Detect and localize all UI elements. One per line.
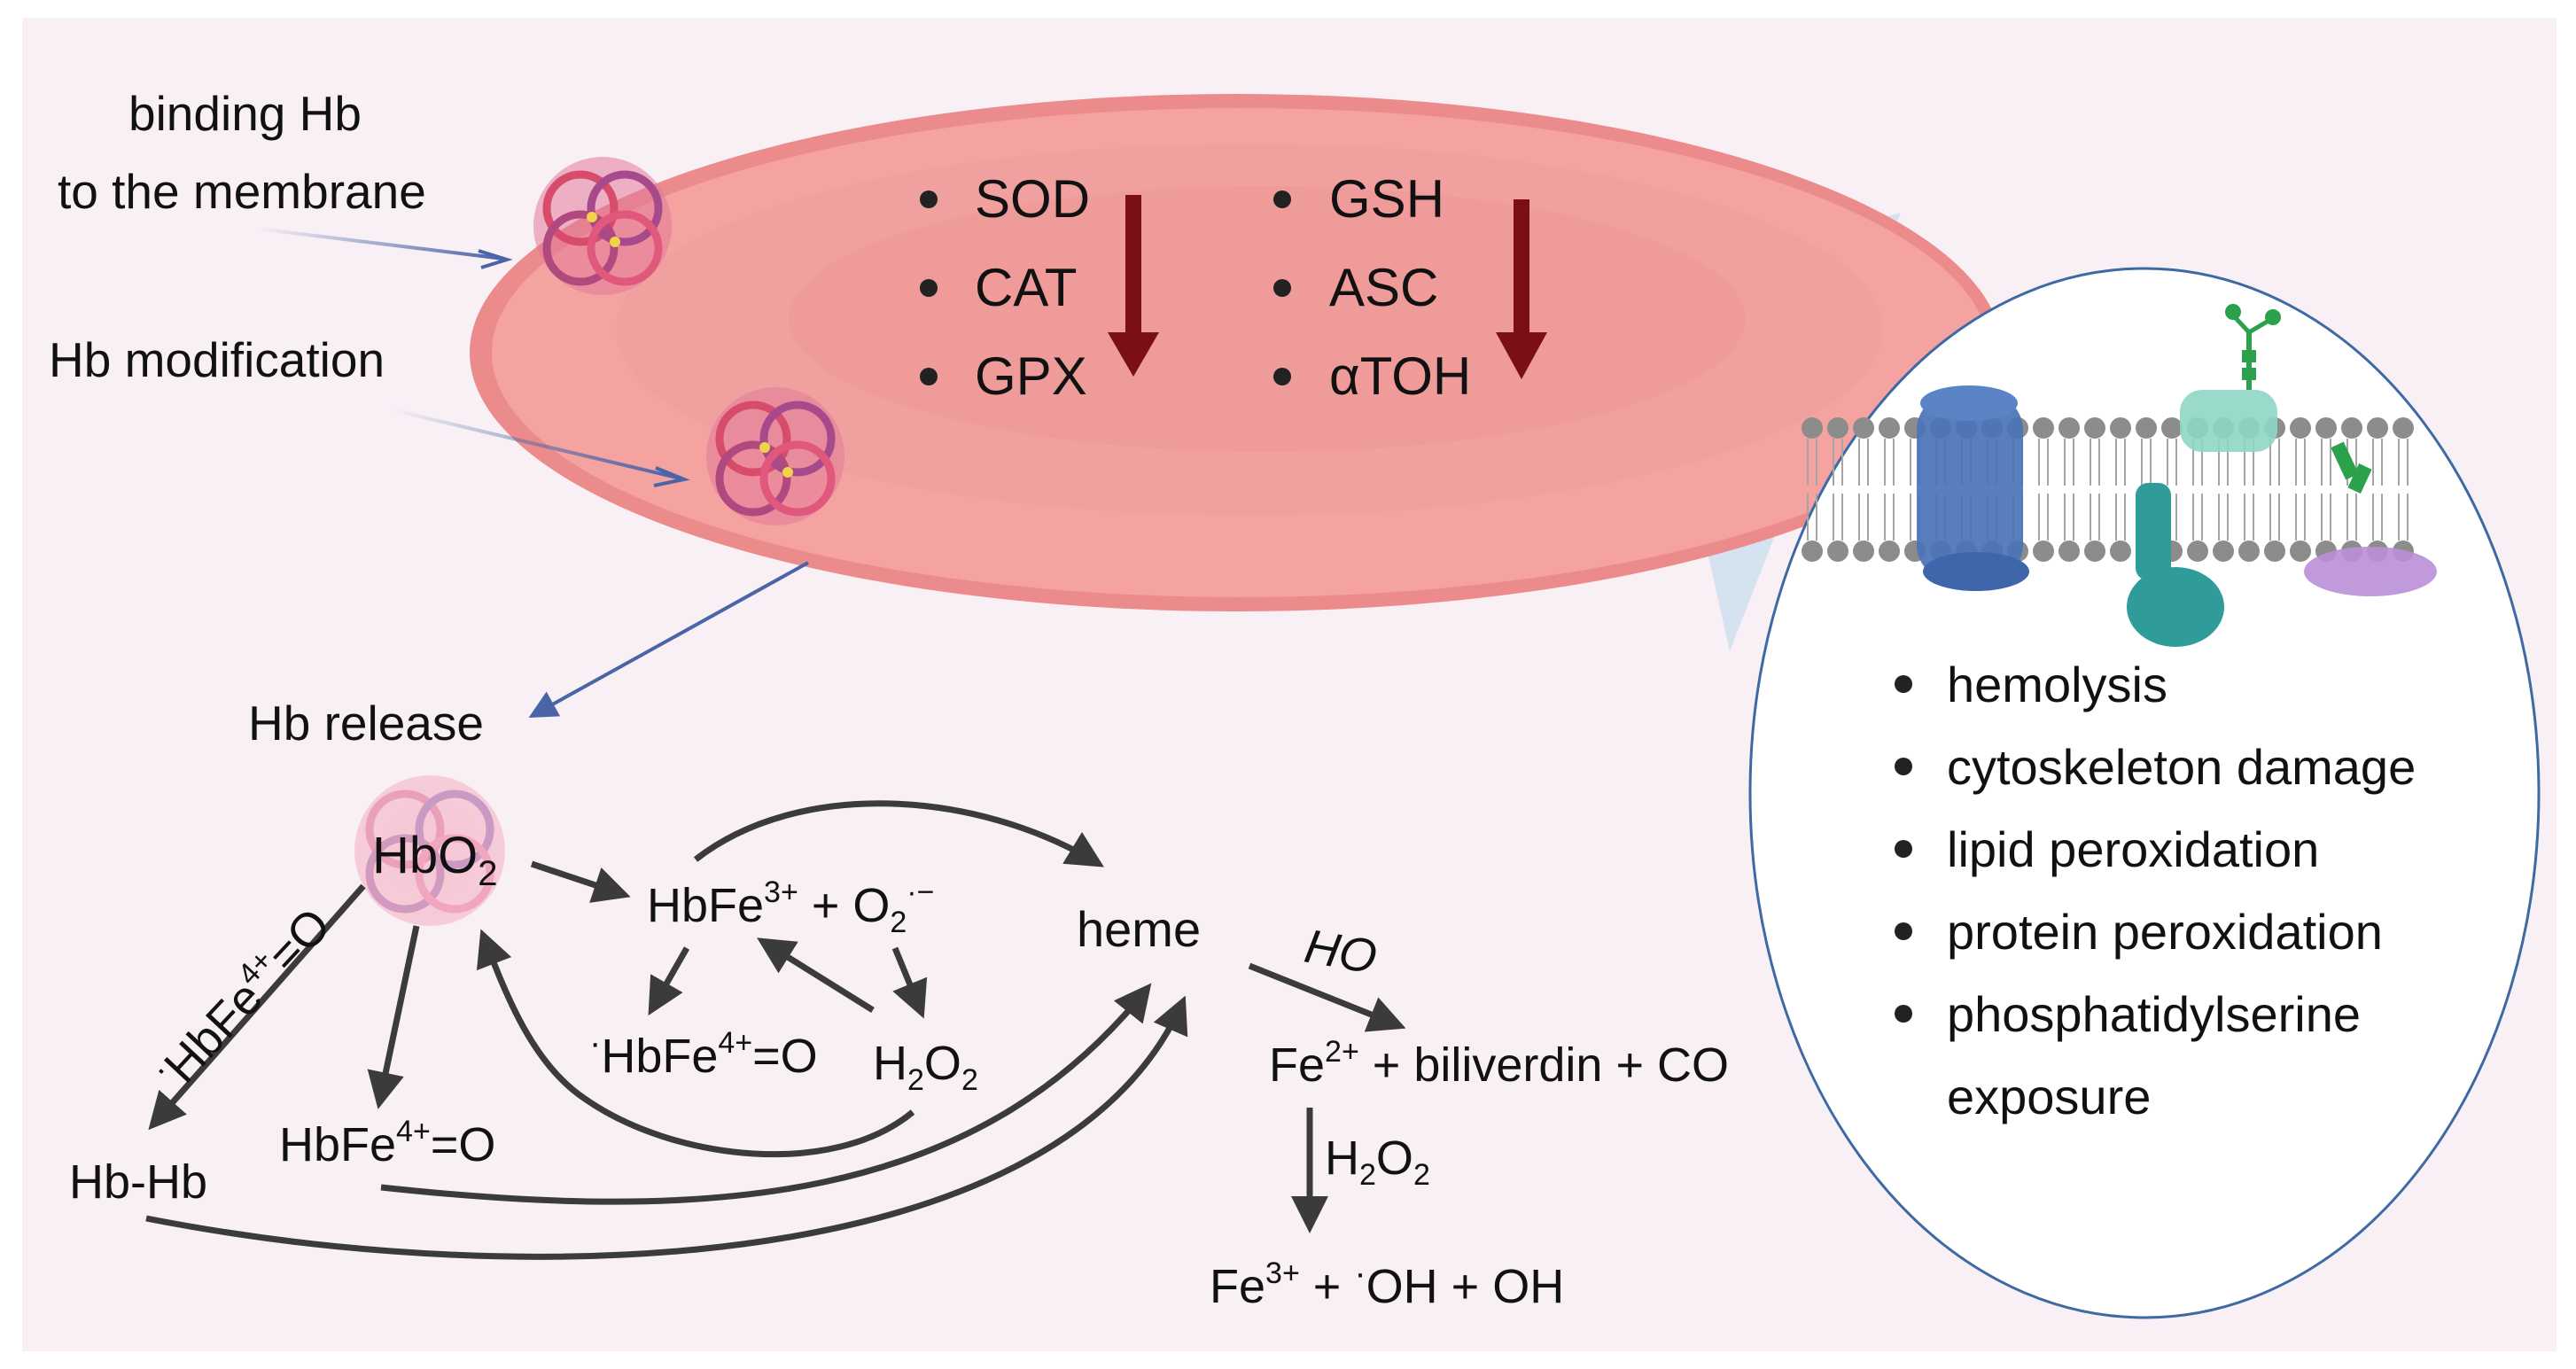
lipid-head: [2315, 417, 2337, 439]
chem-fe3-products: Fe3+ + ·OH + OH: [1210, 1254, 1564, 1313]
lipid-head: [2238, 541, 2260, 562]
arrow-o2-to-h2o2: [891, 946, 928, 1019]
arrow-hbfe3-to-ferryl: [648, 946, 690, 1016]
hb-molecule-bound: [533, 157, 672, 295]
enzyme-gpx: GPX: [975, 346, 1087, 406]
lipid-head: [1879, 417, 1900, 439]
antioxidant-atoh: αTOH: [1329, 346, 1471, 406]
lipid-head: [2110, 417, 2131, 439]
damage-exposure: exposure: [1947, 1069, 2151, 1124]
lipid-head: [2367, 417, 2388, 439]
lipid-head: [1827, 541, 1848, 562]
damage-phosphatidylserine: phosphatidylserine: [1947, 986, 2361, 1042]
lipid-head: [1853, 417, 1874, 439]
lipid-head: [2110, 541, 2131, 562]
purple-protein: [2304, 547, 2437, 596]
arrow-heme-to-fe2: [1248, 962, 1406, 1032]
label-binding-line1: binding Hb: [128, 86, 362, 141]
arrow-hbhb-to-heme: [145, 995, 1188, 1260]
damage-protein-peroxidation: protein peroxidation: [1947, 904, 2383, 960]
decrease-arrow-enzymes: [1108, 195, 1159, 377]
arrow-hbfe3-to-heme: [693, 800, 1104, 867]
lipid-head: [1853, 541, 1874, 562]
lipid-head: [2084, 541, 2105, 562]
blue-arrow-binding: [256, 227, 504, 261]
lipid-head: [2341, 417, 2362, 439]
arrow-hbo2-to-hbfe3: [530, 860, 631, 903]
label-modification: Hb modification: [49, 332, 385, 387]
antioxidant-gsh: GSH: [1329, 169, 1444, 229]
arrow-hbo2-to-ferryl: [367, 925, 420, 1109]
antioxidant-asc: ASC: [1329, 258, 1438, 317]
antioxidant-list: GSH ASC αTOH: [1273, 169, 1471, 406]
band3-protein: [1917, 385, 2029, 591]
label-binding-line2: to the membrane: [58, 164, 426, 219]
label-release: Hb release: [248, 696, 484, 751]
lipid-head: [2058, 417, 2080, 439]
teal-protein: [2127, 483, 2224, 647]
glycoprotein: [2180, 304, 2281, 452]
chem-hbo2: HbO2: [372, 827, 498, 893]
lipid-head: [1827, 417, 1848, 439]
lipid-head: [2058, 541, 2080, 562]
lipid-head: [2033, 541, 2054, 562]
arrow-h2o2-to-hbo2: [476, 929, 915, 1158]
lipid-head: [1802, 541, 1823, 562]
chem-ferryl-low: HbFe4+=O: [279, 1115, 495, 1171]
lipid-head: [1879, 541, 1900, 562]
chem-hb-hb: Hb-Hb: [69, 1155, 207, 1209]
chem-h2o2-mid: H2O2: [873, 1037, 978, 1097]
arrow-ferryl-to-heme: [380, 983, 1152, 1205]
damage-hemolysis: hemolysis: [1947, 657, 2167, 712]
damage-lipid-peroxidation: lipid peroxidation: [1947, 821, 2319, 877]
hbo2-molecule: [354, 775, 505, 926]
lipid-head: [2264, 541, 2285, 562]
enzyme-list: SOD CAT GPX: [920, 169, 1090, 406]
arrow-h2o2-to-hbfe3: [757, 937, 875, 1013]
hb-molecule-modified: [706, 387, 844, 525]
green-helix: [2331, 441, 2372, 494]
lipid-head: [2084, 417, 2105, 439]
red-blood-cell: [470, 94, 2003, 611]
damage-cytoskeleton: cytoskeleton damage: [1947, 739, 2416, 795]
blue-arrow-modification: [389, 408, 681, 480]
enzyme-cat: CAT: [975, 258, 1078, 317]
chem-hbfe3-o2: HbFe3+ + O2·−: [647, 875, 934, 939]
chem-heme: heme: [1077, 901, 1201, 957]
lipid-head: [2213, 541, 2234, 562]
lipid-head: [2187, 541, 2208, 562]
lipid-head: [2136, 417, 2157, 439]
arrow-hbo2-to-hbhb: [148, 883, 366, 1131]
blue-arrow-release: [528, 561, 809, 718]
chem-h2o2-right: H2O2: [1325, 1132, 1430, 1192]
lipid-head: [2393, 417, 2414, 439]
lipid-head: [2290, 417, 2311, 439]
lipid-head: [1802, 417, 1823, 439]
decrease-arrow-antioxidants: [1496, 199, 1547, 379]
chem-fe2-products: Fe2+ + biliverdin + CO: [1269, 1035, 1729, 1092]
chem-ho-enzyme: HO: [1301, 920, 1381, 984]
chem-ferryl-mid: ·HbFe4+=O: [589, 1023, 818, 1083]
lipid-head: [2161, 417, 2183, 439]
lipid-head: [2033, 417, 2054, 439]
enzyme-sod: SOD: [975, 169, 1090, 229]
lipid-head: [2290, 541, 2311, 562]
damage-list: hemolysis cytoskeleton damage lipid pero…: [1895, 657, 2416, 1124]
